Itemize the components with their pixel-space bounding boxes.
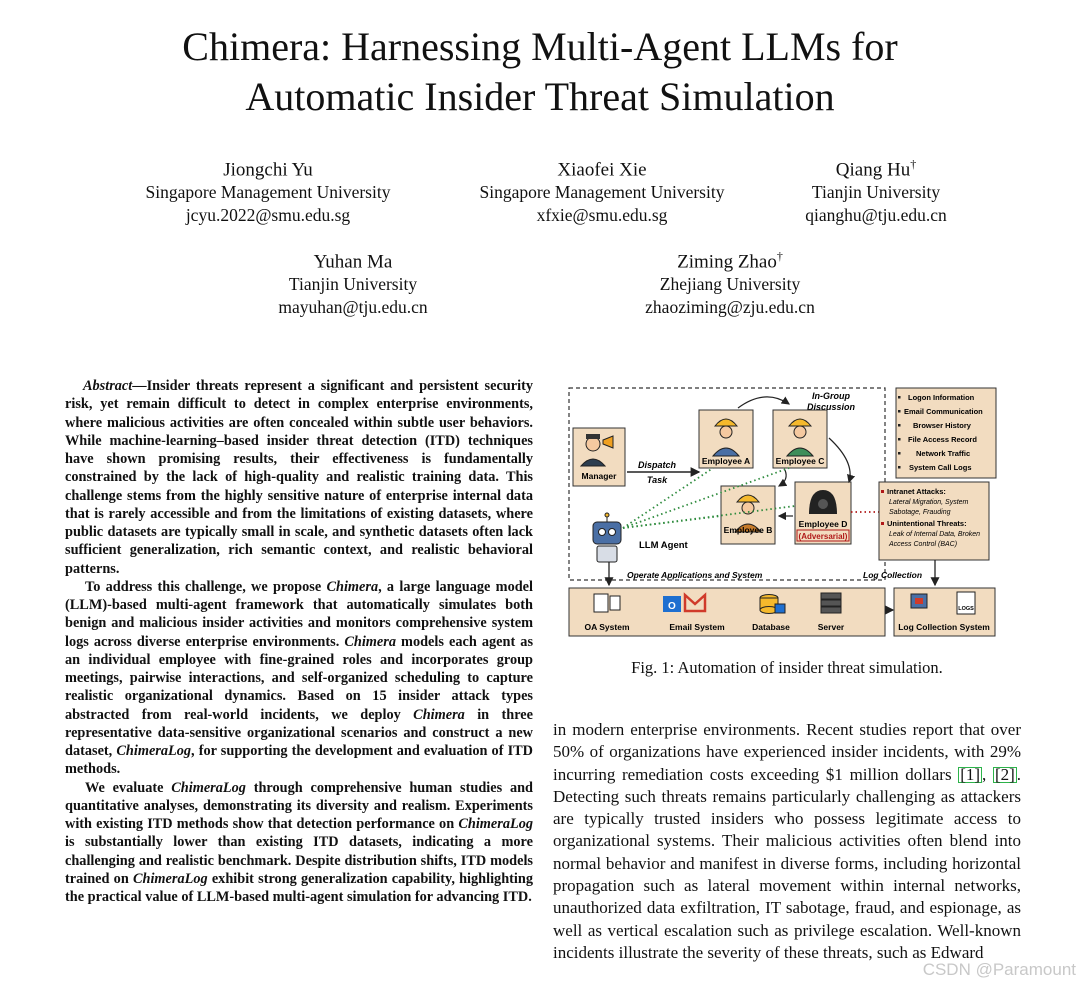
system-label: Database [752, 622, 790, 632]
threat-detail: Leak of Internal Data, Broken [889, 531, 980, 538]
dispatch-label: Dispatch [638, 460, 677, 470]
author-block: Ziming Zhao† Zhejiang University zhaozim… [610, 245, 850, 319]
abstract-paragraph: To address this challenge, we propose Ch… [65, 578, 534, 778]
author-name: Qiang Hu [835, 159, 911, 181]
author-block: Yuhan Ma Tianjin University mayuhan@tju.… [236, 245, 470, 319]
author-affiliation: Zhejiang University [659, 274, 801, 295]
author-email: zhaoziming@zju.edu.cn [645, 297, 815, 318]
in-group-label: Discussion [807, 402, 856, 412]
log-item: Logon Information [908, 393, 975, 402]
abstract: Abstract—Insider threats represent a sig… [65, 377, 533, 906]
title-line-2: Automatic Insider Threat Simulation [245, 74, 835, 119]
threat-detail: Sabotage, Frauding [889, 509, 951, 516]
oa-system-icon [593, 593, 621, 613]
body-paragraph: in modern enterprise environments. Recen… [553, 720, 1022, 962]
robot-icon [592, 512, 622, 563]
log-item: Browser History [913, 421, 972, 430]
author-affiliation: Singapore Management University [145, 182, 391, 203]
author-name: Jiongchi Yu [223, 159, 313, 181]
author-affiliation: Tianjin University [288, 274, 418, 295]
operate-label: Operate Applications and System [627, 570, 763, 580]
author-email: jcyu.2022@smu.edu.sg [185, 205, 351, 226]
citation-link[interactable]: [1] [958, 764, 983, 784]
paper-title: Chimera: Harnessing Multi-Agent LLMs for… [0, 22, 1080, 122]
collector-icon [910, 593, 928, 609]
author-email: mayuhan@tju.edu.cn [278, 297, 428, 318]
employee-b-label: Employee B [724, 525, 773, 535]
author-name: Ziming Zhao [677, 251, 777, 273]
log-item: System Call Logs [909, 463, 972, 472]
system-label: Email System [669, 622, 725, 632]
author-email: xfxie@smu.edu.sg [536, 205, 668, 226]
employee-a-label: Employee A [702, 456, 750, 466]
worker-avatar-icon [785, 418, 815, 457]
employee-d-label: Employee D [799, 519, 848, 529]
agent-links [622, 467, 796, 529]
svg-text:LOGS: LOGS [958, 606, 974, 612]
log-system-label: Log Collection System [898, 622, 990, 632]
employee-a-node: Employee A [698, 409, 754, 469]
threat-title: Unintentional Threats: [887, 519, 967, 528]
log-item: Network Traffic [916, 449, 970, 458]
author-email: qianghu@tju.edu.cn [805, 205, 947, 226]
system-label: Server [818, 622, 845, 632]
log-item: Email Communication [904, 407, 983, 416]
svg-text:O: O [668, 601, 676, 612]
adversarial-label: (Adversarial) [799, 532, 848, 541]
email-icon: O [663, 592, 707, 613]
author-affiliation: Tianjin University [811, 182, 941, 203]
llm-agent-label: LLM Agent [639, 540, 689, 551]
citation-link[interactable]: [2] [992, 764, 1017, 784]
employee-c-node: Employee C [772, 409, 828, 469]
dispatch-label: Task [647, 475, 668, 485]
author-block: Jiongchi Yu Singapore Management Univers… [118, 153, 418, 227]
manager-node: Manager [572, 427, 626, 487]
abstract-label: Abstract [83, 378, 133, 394]
logs-document-icon: LOGS [956, 591, 976, 615]
title-line-1: Chimera: Harnessing Multi-Agent LLMs for [182, 24, 898, 69]
threat-detail: Lateral Migration, System [889, 499, 969, 506]
discussion-arrow [737, 396, 790, 409]
author-block: Xiaofei Xie Singapore Management Univers… [452, 153, 752, 227]
log-item: File Access Record [908, 435, 977, 444]
systems-panel: OA System O Email System Database Server [568, 587, 886, 637]
server-icon [820, 592, 842, 614]
llm-agent-node: LLM Agent [592, 512, 689, 563]
manager-avatar-icon [579, 434, 614, 467]
worker-avatar-icon [733, 494, 763, 533]
figure-1: In-Group Discussion Manager Dispatch Tas… [568, 387, 997, 637]
employee-c-label: Employee C [776, 456, 825, 466]
figure-caption: Fig. 1: Automation of insider threat sim… [631, 658, 943, 677]
database-icon [759, 594, 786, 614]
log-collection-label: Log Collection [863, 570, 922, 580]
abstract-paragraph: We evaluate ChimeraLog through comprehen… [65, 779, 533, 906]
log-types-panel: Logon Information Email Communication Br… [895, 387, 997, 479]
author-name: Yuhan Ma [313, 251, 393, 273]
abstract-paragraph: Abstract—Insider threats represent a sig… [65, 378, 533, 577]
threat-title: Intranet Attacks: [887, 487, 946, 496]
author-affiliation: Singapore Management University [479, 182, 725, 203]
system-label: OA System [584, 622, 629, 632]
manager-label: Manager [582, 471, 618, 481]
threat-detail: Access Control (BAC) [888, 541, 957, 548]
watermark: CSDN @Paramount [922, 960, 1076, 980]
hacker-avatar-icon [809, 490, 837, 514]
employee-b-node: Employee B [720, 485, 776, 545]
discussion-arrow [828, 437, 856, 484]
log-collection-system: LOGS Log Collection System [893, 587, 996, 637]
author-block: Qiang Hu† Tianjin University qianghu@tju… [766, 153, 986, 227]
employee-d-node: Employee D (Adversarial) [794, 481, 852, 545]
author-name: Xiaofei Xie [557, 159, 647, 181]
in-group-label: In-Group [812, 391, 850, 401]
threat-types-panel: Intranet Attacks: Lateral Migration, Sys… [878, 481, 990, 561]
discussion-arrow [777, 469, 788, 487]
organization-boundary [568, 387, 886, 581]
worker-avatar-icon [711, 418, 741, 457]
